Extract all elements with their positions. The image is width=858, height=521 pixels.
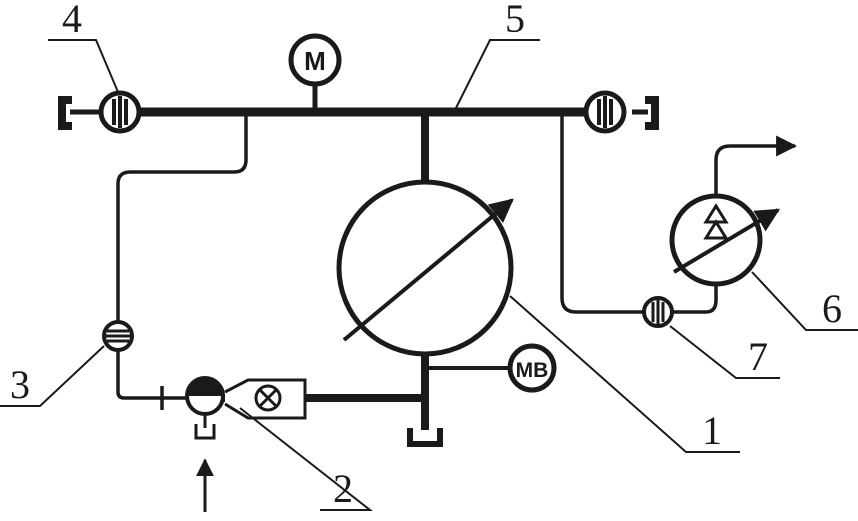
three-way-valve-2 — [185, 376, 225, 440]
bottom-drain — [407, 428, 443, 447]
vacuum-gauge: MB — [425, 343, 557, 393]
motor-supply-line — [672, 284, 718, 314]
right-plug — [645, 96, 659, 130]
valve-7 — [642, 296, 674, 328]
hydraulic-motor-6 — [669, 193, 781, 287]
callout-6: 6 — [822, 286, 842, 331]
main-gauge-label: M — [304, 46, 326, 76]
callout-2: 2 — [333, 466, 353, 511]
left-return-line — [116, 112, 248, 322]
callout-5: 5 — [505, 0, 525, 41]
left-plug — [58, 96, 72, 130]
callout-3: 3 — [10, 362, 30, 407]
vacuum-gauge-label: MB — [516, 359, 549, 382]
ejector-element — [224, 378, 307, 420]
valve3-outlet-line — [116, 350, 186, 400]
main-variable-pump — [336, 179, 514, 357]
callout-leaders — [0, 39, 858, 511]
right-shutoff-valve — [583, 90, 627, 134]
left-shutoff-valve — [98, 90, 142, 134]
motor-outlet-line — [714, 135, 798, 196]
callout-4: 4 — [62, 0, 82, 41]
filter-valve-3 — [102, 320, 134, 352]
main-pressure-gauge: M — [288, 33, 342, 112]
right-branch-line — [560, 112, 644, 314]
callout-7: 7 — [748, 334, 768, 379]
callout-1: 1 — [702, 408, 722, 453]
